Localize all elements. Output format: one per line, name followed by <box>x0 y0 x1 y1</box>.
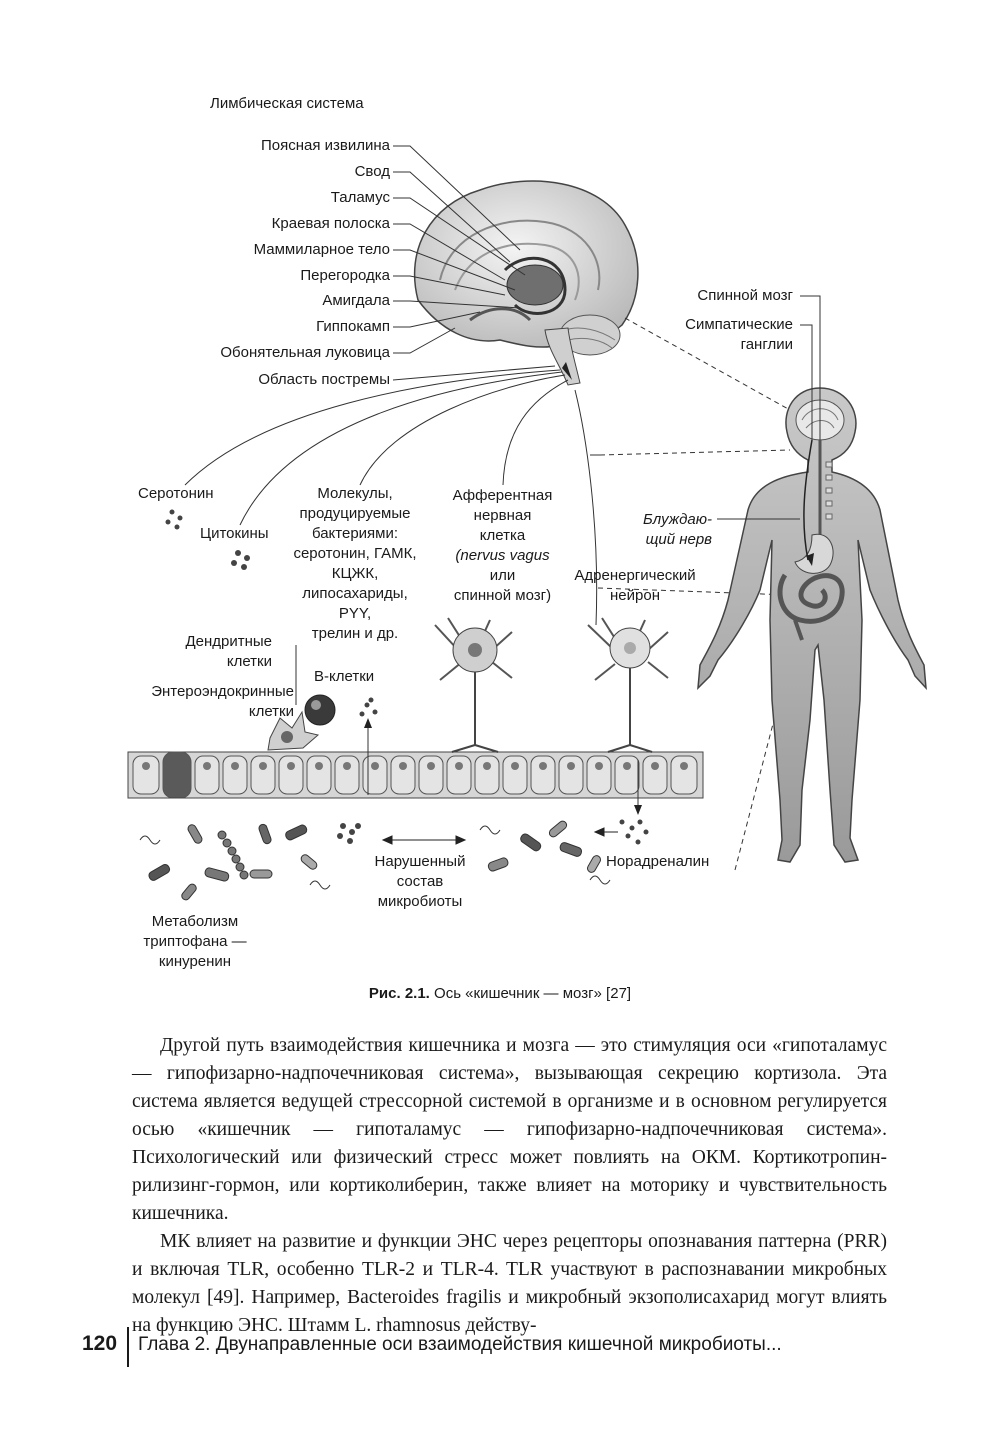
label-stria-terminalis: Краевая полоска <box>272 214 390 234</box>
label-fornix: Свод <box>355 162 390 182</box>
label-tryptophan-metabolism: Метаболизм триптофана — кинуренин <box>120 912 270 972</box>
label-cytokines: Цитокины <box>200 524 269 544</box>
paragraph: МК влияет на развитие и функции ЭНС чере… <box>132 1228 887 1340</box>
label-disturbed-microbiota: Нарушенный состав микробиоты <box>345 852 495 912</box>
afferent-neuron <box>435 618 512 752</box>
brain-illustration <box>415 181 638 385</box>
label-b-cells: В-клетки <box>314 667 374 687</box>
human-body <box>698 388 926 862</box>
bottom-arrows <box>383 828 618 844</box>
label-spinal-cord: Спинной мозг <box>697 286 793 306</box>
label-noradrenaline: Норадреналин <box>606 852 709 872</box>
label-enteroendocrine-cells: Энтероэндокринные клетки <box>151 682 294 722</box>
caption-text: Ось «кишечник — мозг» [27] <box>430 985 631 1002</box>
gut-epithelium <box>128 752 703 798</box>
label-olfactory-bulb: Обонятельная луковица <box>220 343 390 363</box>
bacteria-cluster-left <box>140 823 330 901</box>
label-vagus-nerve: Блуждаю- щий нерв <box>643 510 712 550</box>
label-area-postrema: Область постремы <box>258 370 390 390</box>
label-dendritic-cells: Дендритные клетки <box>185 632 272 672</box>
label-cingulate-gyrus: Поясная извилина <box>261 136 390 156</box>
footer-divider <box>127 1327 129 1367</box>
limbic-system-title: Лимбическая система <box>210 94 364 114</box>
body-text: Другой путь взаимодействия кишечника и м… <box>132 1032 887 1340</box>
caption-label: Рис. 2.1. <box>369 985 430 1002</box>
label-hippocampus: Гиппокамп <box>316 317 390 337</box>
label-afferent-nerve-cell: Афферентная нервная клетка (nervus vagus… <box>430 486 575 606</box>
label-bacterial-molecules: Молекулы, продуцируемые бактериями: серо… <box>280 484 430 644</box>
label-serotonin: Серотонин <box>138 484 214 504</box>
label-sympathetic-ganglia: Симпатические ганглии <box>685 315 793 355</box>
label-mammillary-body: Маммиларное тело <box>254 240 390 260</box>
figure-caption: Рис. 2.1. Ось «кишечник — мозг» [27] <box>0 985 1000 1002</box>
figure-2-1: Лимбическая система Поясная извилина Сво… <box>0 0 1000 1000</box>
bacteria-cluster-right <box>480 820 610 884</box>
paragraph: Другой путь взаимодействия кишечника и м… <box>132 1032 887 1228</box>
label-septum: Перегородка <box>300 266 390 286</box>
page-footer: 120 Глава 2. Двунаправленные оси взаимод… <box>82 1327 932 1367</box>
label-thalamus: Таламус <box>331 188 390 208</box>
label-adrenergic-neuron: Адренергический нейрон <box>555 566 715 606</box>
label-amygdala: Амигдала <box>322 291 390 311</box>
page-number: 120 <box>82 1332 117 1356</box>
running-header: Глава 2. Двунаправленные оси взаимодейст… <box>138 1334 782 1356</box>
